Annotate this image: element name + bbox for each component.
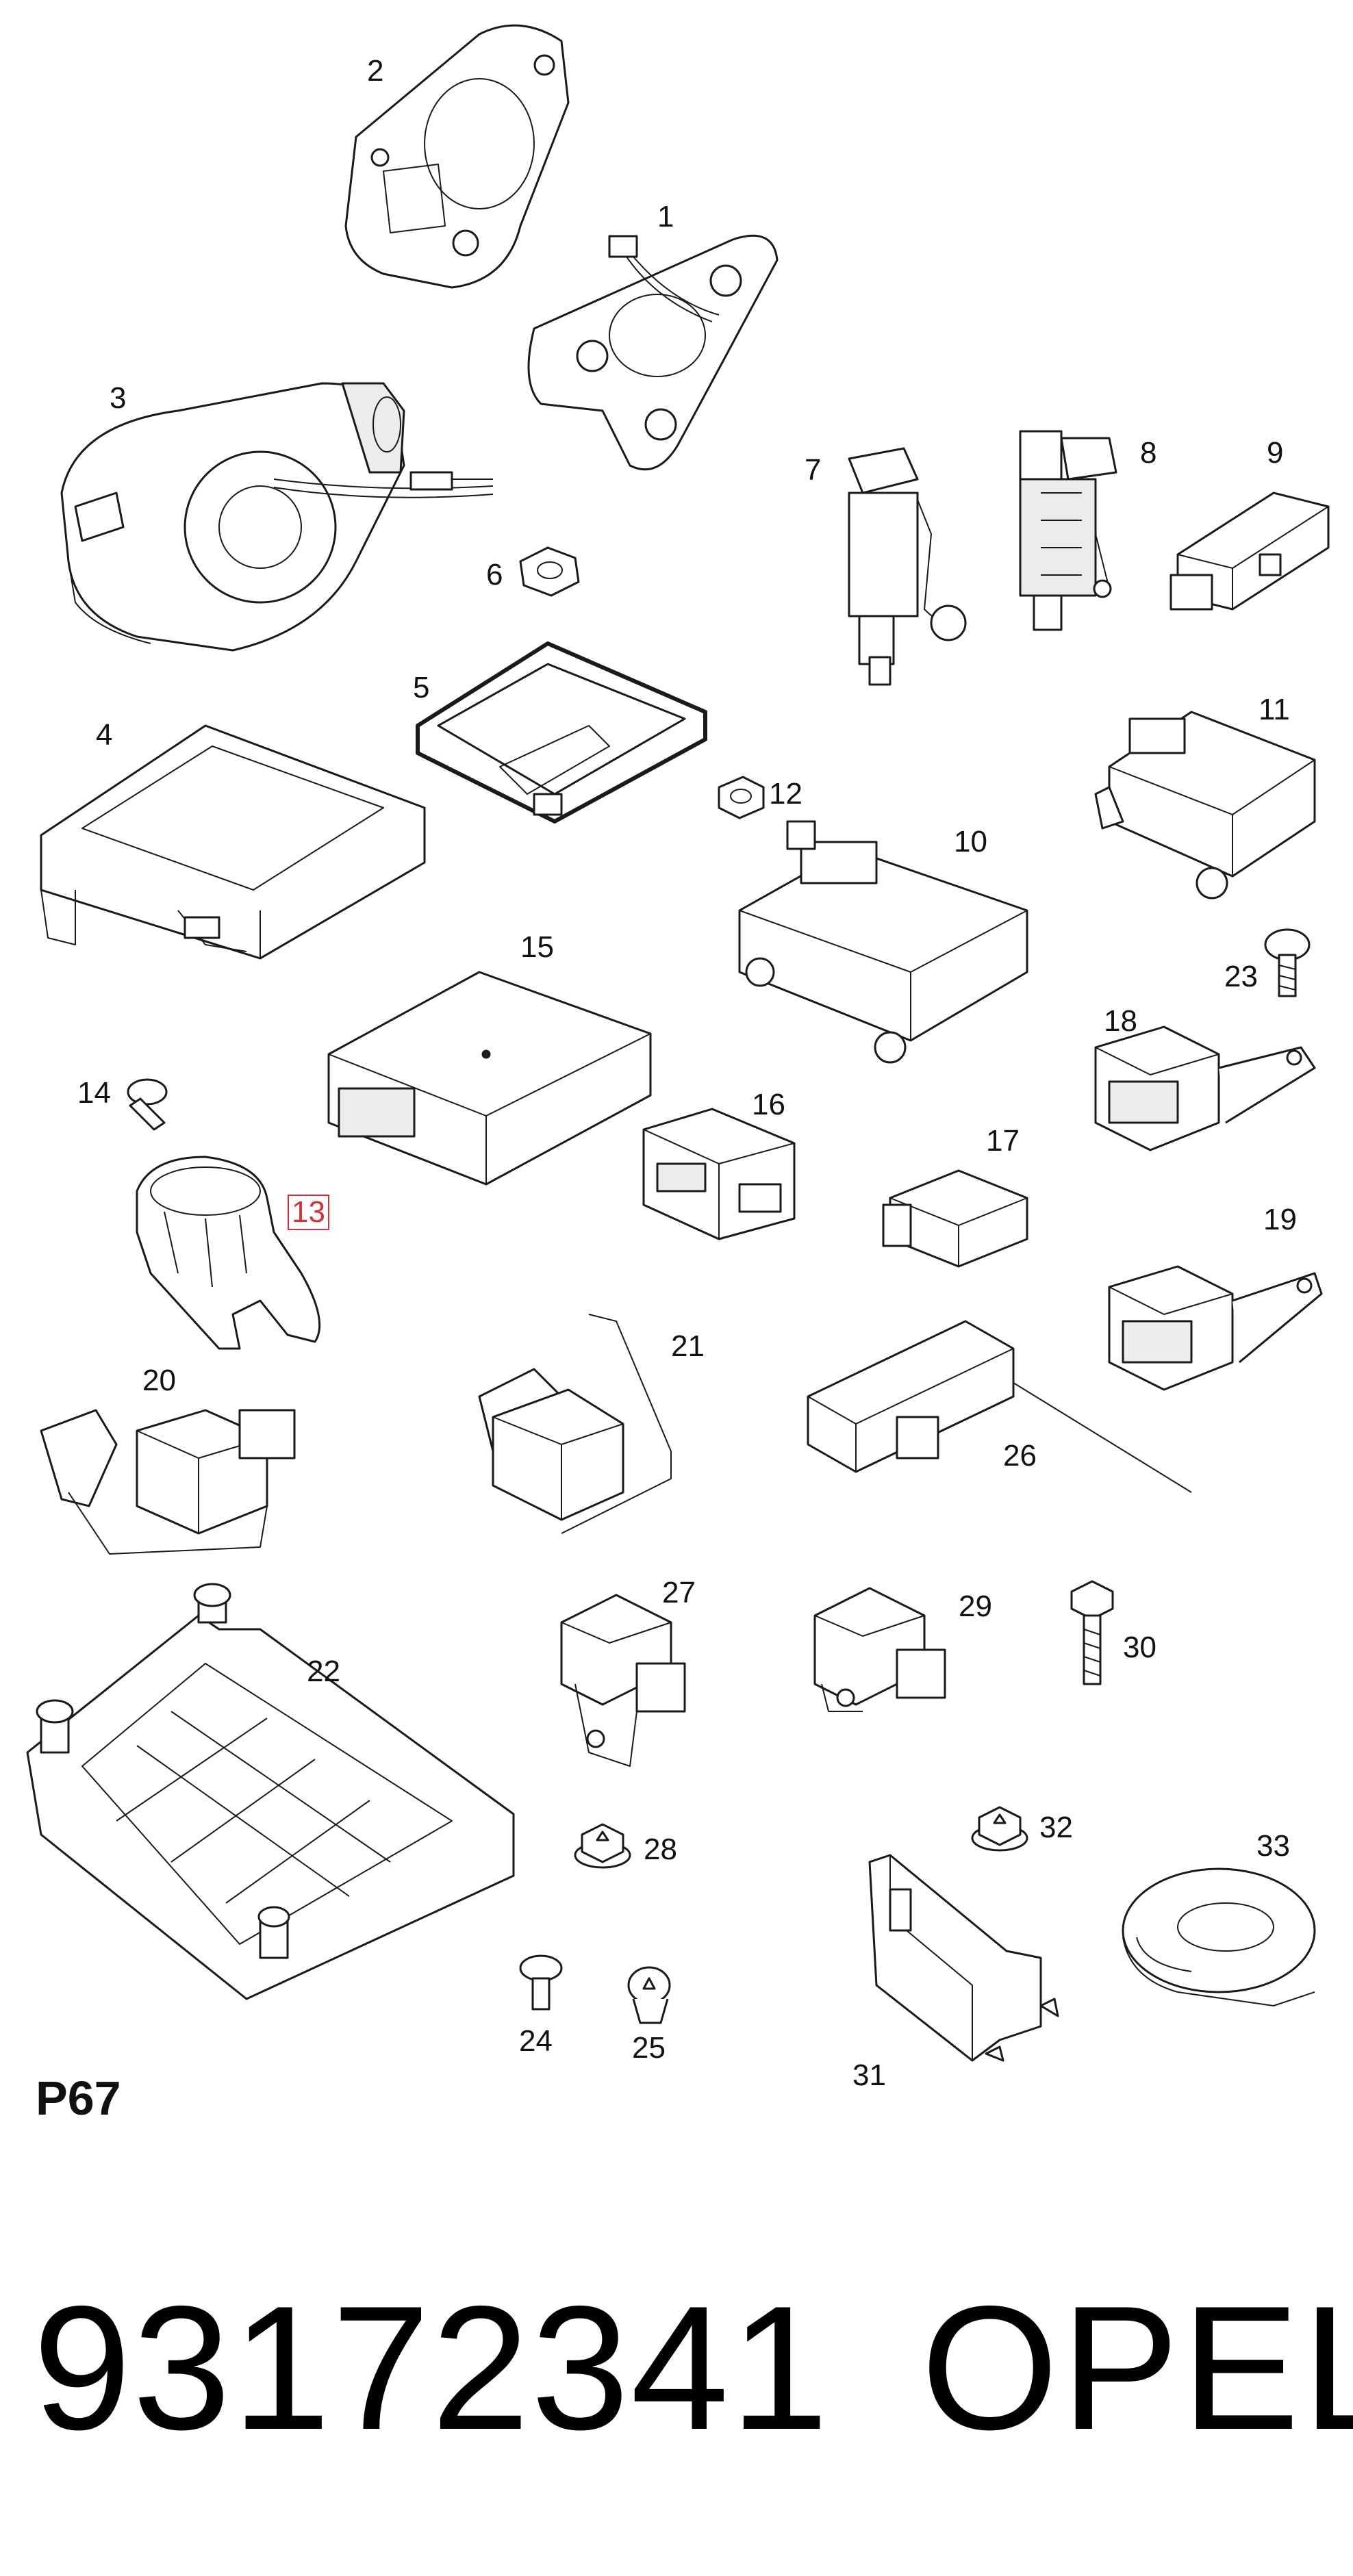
brand-name: OPEL: [921, 2269, 1353, 2466]
part-7-sensor: [848, 447, 967, 686]
callout-3: 3: [110, 381, 127, 415]
part-3-clock-spring: [60, 382, 494, 652]
callout-16: 16: [752, 1088, 785, 1121]
callout-30: 30: [1123, 1631, 1156, 1664]
part-4-control-unit: [40, 724, 426, 960]
part-21-sensor: [478, 1314, 672, 1534]
part-2-shroud: [344, 24, 570, 289]
callout-18: 18: [1104, 1004, 1137, 1038]
part-20-sensor: [40, 1409, 296, 1555]
callout-29: 29: [959, 1590, 992, 1623]
part-17-module: [882, 1169, 1028, 1268]
callout-27: 27: [662, 1576, 696, 1609]
callout-21: 21: [671, 1329, 705, 1363]
part-11-sensor-module: [1094, 711, 1316, 900]
part-9-connector: [1169, 492, 1330, 611]
callout-20: 20: [142, 1364, 176, 1397]
part-28-nut: [574, 1823, 631, 1869]
parts-diagram: [26, 24, 1330, 2062]
callout-11: 11: [1259, 693, 1290, 726]
callout-25: 25: [632, 2031, 666, 2065]
part-33-tape-roll: [1122, 1867, 1316, 2006]
callout-23: 23: [1224, 960, 1258, 993]
part-15-module: [327, 971, 652, 1186]
callout-8: 8: [1140, 436, 1157, 470]
callout-2: 2: [367, 54, 384, 88]
part-32-nut: [971, 1806, 1028, 1852]
callout-4: 4: [96, 718, 113, 752]
part-12-nut: [718, 776, 765, 819]
callout-12: 12: [769, 777, 802, 811]
part-29-sensor: [813, 1587, 946, 1712]
callout-31: 31: [852, 2058, 886, 2092]
callout-10: 10: [954, 825, 987, 858]
part-6-nut: [519, 546, 580, 597]
part-1-bracket: [527, 234, 779, 471]
callout-33: 33: [1256, 1829, 1290, 1863]
callout-5: 5: [413, 671, 430, 704]
callout-7: 7: [805, 453, 822, 487]
callout-19: 19: [1263, 1203, 1297, 1236]
part-26-antenna-module: [807, 1320, 1192, 1493]
part-8-sensor: [1019, 430, 1117, 631]
callout-22: 22: [307, 1655, 340, 1688]
diagram-code-label: P67: [36, 2071, 121, 2125]
part-30-bolt: [1070, 1580, 1114, 1685]
part-14-screw: [127, 1078, 168, 1131]
part-19-sensor: [1108, 1265, 1323, 1391]
part-5-airbag-module: [416, 641, 707, 824]
part-24-screw: [519, 1954, 563, 2011]
callout-28: 28: [644, 1833, 677, 1866]
part-27-sensor: [560, 1594, 686, 1767]
callout-14: 14: [77, 1076, 111, 1110]
part-10-sensor-module: [738, 820, 1028, 1064]
callout-1: 1: [657, 200, 674, 233]
callout-26: 26: [1003, 1439, 1037, 1472]
part-18-sensor: [1094, 1025, 1316, 1151]
part-25-clip: [627, 1966, 671, 2024]
part-22-tray: [26, 1583, 515, 2000]
callout-13-highlighted[interactable]: 13: [288, 1195, 329, 1230]
callout-17: 17: [986, 1124, 1020, 1158]
callout-6: 6: [486, 558, 503, 591]
part-13-clip: [136, 1156, 321, 1350]
callout-32: 32: [1039, 1811, 1073, 1844]
part-16-switch: [642, 1108, 796, 1240]
part-31-bracket: [868, 1854, 1059, 2062]
callout-15: 15: [520, 930, 554, 964]
part-number: 93172341: [33, 2269, 830, 2466]
callout-24: 24: [519, 2024, 553, 2058]
callout-9: 9: [1267, 436, 1284, 470]
part-23-screw: [1264, 928, 1311, 997]
